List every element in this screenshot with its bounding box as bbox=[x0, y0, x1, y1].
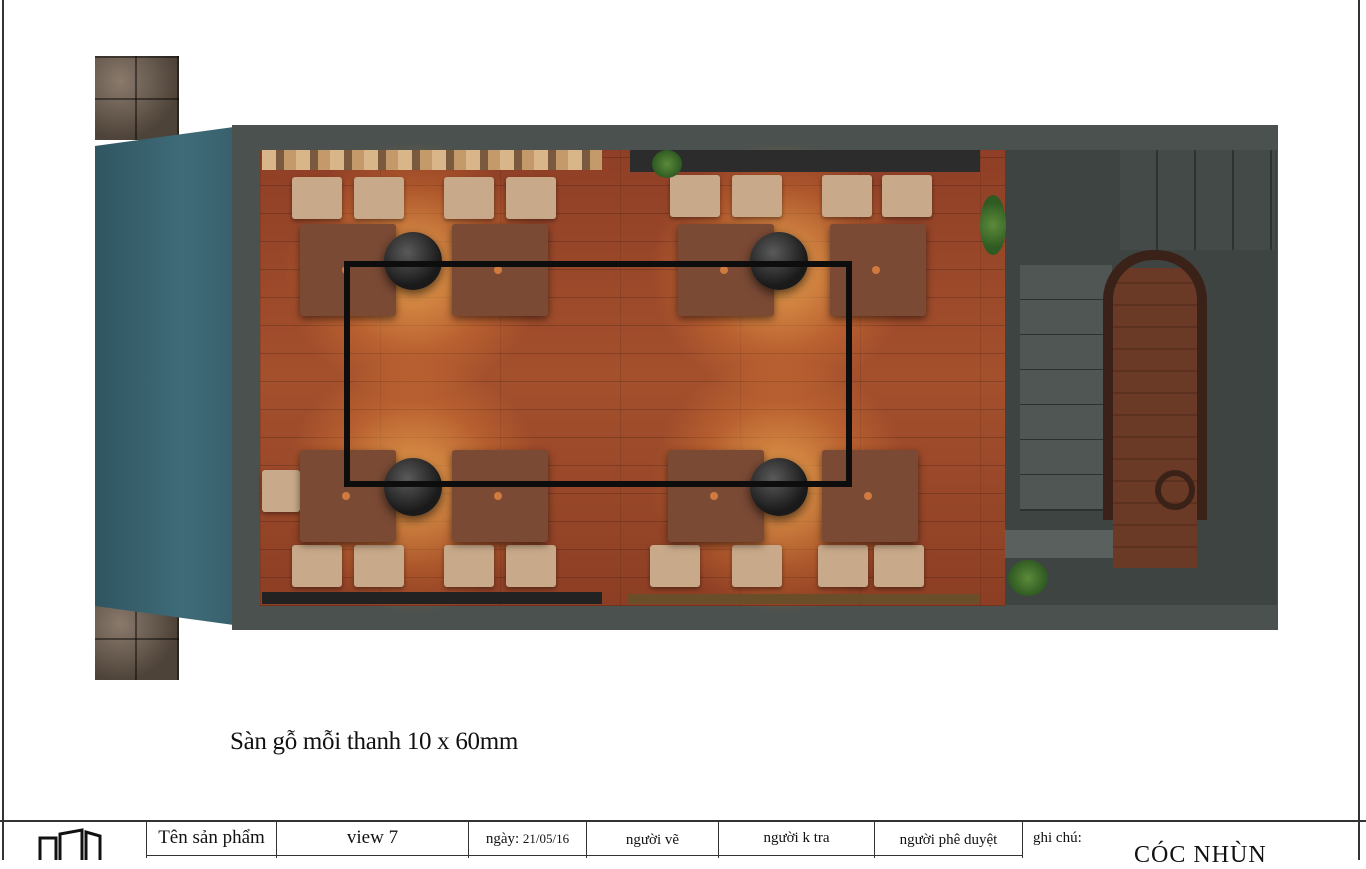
stool bbox=[670, 175, 720, 217]
stool bbox=[650, 545, 700, 587]
notes-label: ghi chú: bbox=[1033, 830, 1082, 846]
stool bbox=[292, 177, 342, 219]
stair-step bbox=[1020, 335, 1112, 371]
handrail bbox=[1103, 250, 1207, 520]
stair-step bbox=[1020, 370, 1112, 406]
stool bbox=[354, 177, 404, 219]
date-cell: ngày: 21/05/16 bbox=[468, 822, 586, 858]
checked-by-cell: người k tra bbox=[718, 822, 874, 858]
stool bbox=[292, 545, 342, 587]
stool bbox=[444, 545, 494, 587]
stool bbox=[874, 545, 924, 587]
date-label: ngày: bbox=[485, 831, 520, 847]
table bbox=[452, 224, 548, 316]
stair-step bbox=[1020, 300, 1112, 336]
notes-cell: ghi chú: bbox=[1022, 822, 1360, 858]
product-value: view 7 bbox=[346, 827, 399, 848]
approved-by-cell: người phê duyệt bbox=[874, 822, 1022, 858]
ceiling-frame-outline bbox=[344, 261, 852, 487]
plant bbox=[652, 150, 682, 178]
floor-caption: Sàn gỗ mỗi thanh 10 x 60mm bbox=[230, 728, 519, 755]
stool bbox=[506, 177, 556, 219]
table bbox=[822, 450, 918, 542]
stair-step bbox=[1020, 440, 1112, 476]
stool bbox=[822, 175, 872, 217]
stair-step bbox=[1020, 475, 1112, 511]
stool bbox=[732, 545, 782, 587]
approved-by-label: người phê duyệt bbox=[899, 832, 998, 848]
drawn-by-cell: người vẽ bbox=[586, 822, 718, 858]
table bbox=[452, 450, 548, 542]
checked-by-label: người k tra bbox=[763, 830, 830, 846]
product-value-cell: view 7 bbox=[276, 822, 468, 858]
plant bbox=[1008, 560, 1048, 596]
company-logo bbox=[38, 828, 102, 860]
table bbox=[668, 450, 764, 542]
bar-counter bbox=[630, 150, 980, 172]
decor-shelf bbox=[262, 150, 602, 170]
floor-plan-render bbox=[95, 56, 1278, 680]
title-block-divider bbox=[146, 855, 1022, 856]
stair-step bbox=[1020, 405, 1112, 441]
product-label: Tên sản phẩm bbox=[158, 827, 265, 848]
stair-landing bbox=[1005, 530, 1117, 558]
plant bbox=[980, 195, 1006, 255]
stool bbox=[882, 175, 932, 217]
handrail-scroll bbox=[1155, 470, 1195, 510]
pendant-lamp bbox=[750, 458, 808, 516]
drawn-by-label: người vẽ bbox=[625, 832, 680, 848]
bench-bottom bbox=[262, 592, 602, 604]
date-value: 21/05/16 bbox=[522, 831, 570, 846]
stool bbox=[444, 177, 494, 219]
stool bbox=[506, 545, 556, 587]
brand-name: CÓC NHÙN bbox=[1134, 842, 1267, 868]
stair-step bbox=[1020, 265, 1112, 301]
stone-paving-top bbox=[95, 56, 179, 140]
stool bbox=[354, 545, 404, 587]
pendant-lamp bbox=[384, 458, 442, 516]
title-block bbox=[0, 820, 1366, 862]
stool bbox=[732, 175, 782, 217]
stair-top-steps bbox=[1120, 150, 1275, 250]
planter-bottom bbox=[628, 594, 980, 604]
entrance-awning bbox=[95, 126, 241, 626]
stool bbox=[262, 470, 300, 512]
product-label-cell: Tên sản phẩm bbox=[146, 822, 276, 858]
stool bbox=[818, 545, 868, 587]
